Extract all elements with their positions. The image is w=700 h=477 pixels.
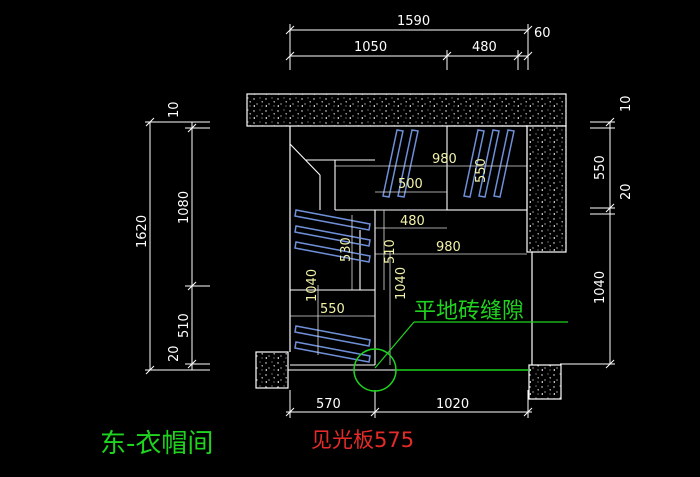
dim-top-right-width: 480 [472, 40, 497, 55]
dim-left-bottom-gap: 20 [167, 345, 182, 362]
dim-inner-530: 530 [339, 237, 354, 262]
room-name-label: 东-衣帽间 [100, 429, 213, 459]
callout-leader [374, 321, 415, 369]
dim-right-upper: 550 [593, 155, 608, 180]
dim-bottom-570: 570 [316, 397, 341, 412]
dim-left-top-gap: 10 [167, 101, 182, 118]
dim-left-overall: 1620 [135, 215, 150, 248]
rod-top-5 [493, 129, 515, 198]
bottom-left-column [255, 351, 289, 389]
rod-left-2 [294, 225, 371, 247]
bottom-dimension-lines [285, 390, 533, 418]
dim-inner-500: 500 [398, 177, 423, 192]
dim-inner-980-mid: 980 [436, 240, 461, 255]
dim-inner-480: 480 [400, 214, 425, 229]
dim-bottom-1020: 1020 [436, 397, 469, 412]
dim-overall-width: 1590 [397, 14, 430, 29]
bottom-right-column [528, 364, 562, 400]
cabinets [289, 125, 528, 366]
rod-top-2 [397, 129, 419, 198]
rod-top-1 [382, 129, 404, 198]
dim-right-mid-gap: 20 [619, 183, 634, 200]
rod-top-3 [463, 129, 485, 198]
rod-bot-1 [294, 325, 371, 347]
inner-dimension-lines [290, 165, 527, 365]
right-wall [526, 125, 567, 253]
dim-top-left-width: 1050 [354, 40, 387, 55]
walls [246, 93, 567, 400]
top-wall [246, 93, 567, 127]
dimension-texts: 1590 1050 480 60 1620 1080 510 10 20 10 … [135, 14, 634, 412]
dim-left-lower: 510 [177, 313, 192, 338]
dim-right-top-gap: 10 [619, 95, 634, 112]
dim-inner-550-vertical: 550 [474, 158, 489, 183]
dim-inner-510: 510 [383, 239, 398, 264]
dim-inner-980-top: 980 [432, 152, 457, 167]
top-dimension-lines [285, 24, 533, 70]
floor-tile-joint-label: 平地砖缝隙 [414, 299, 524, 324]
hanging-rods [294, 129, 515, 363]
dim-inner-1040-mid: 1040 [394, 267, 409, 300]
rod-left-1 [294, 209, 371, 231]
rod-bot-2 [294, 341, 371, 363]
dim-right-lower: 1040 [593, 271, 608, 304]
floor-tile-joint-annotation: 平地砖缝隙 [353, 299, 568, 392]
diagonal-1 [289, 143, 321, 176]
left-dimension-lines [145, 117, 210, 375]
rod-left-3 [294, 241, 371, 263]
dim-top-small: 60 [534, 26, 551, 41]
light-panel-note: 见光板575 [311, 428, 414, 452]
dim-inner-550-bottom: 550 [320, 302, 345, 317]
right-dimension-lines [560, 117, 615, 369]
rod-top-4 [478, 129, 500, 198]
dim-left-upper: 1080 [177, 191, 192, 224]
dim-inner-1040-left: 1040 [305, 269, 320, 302]
